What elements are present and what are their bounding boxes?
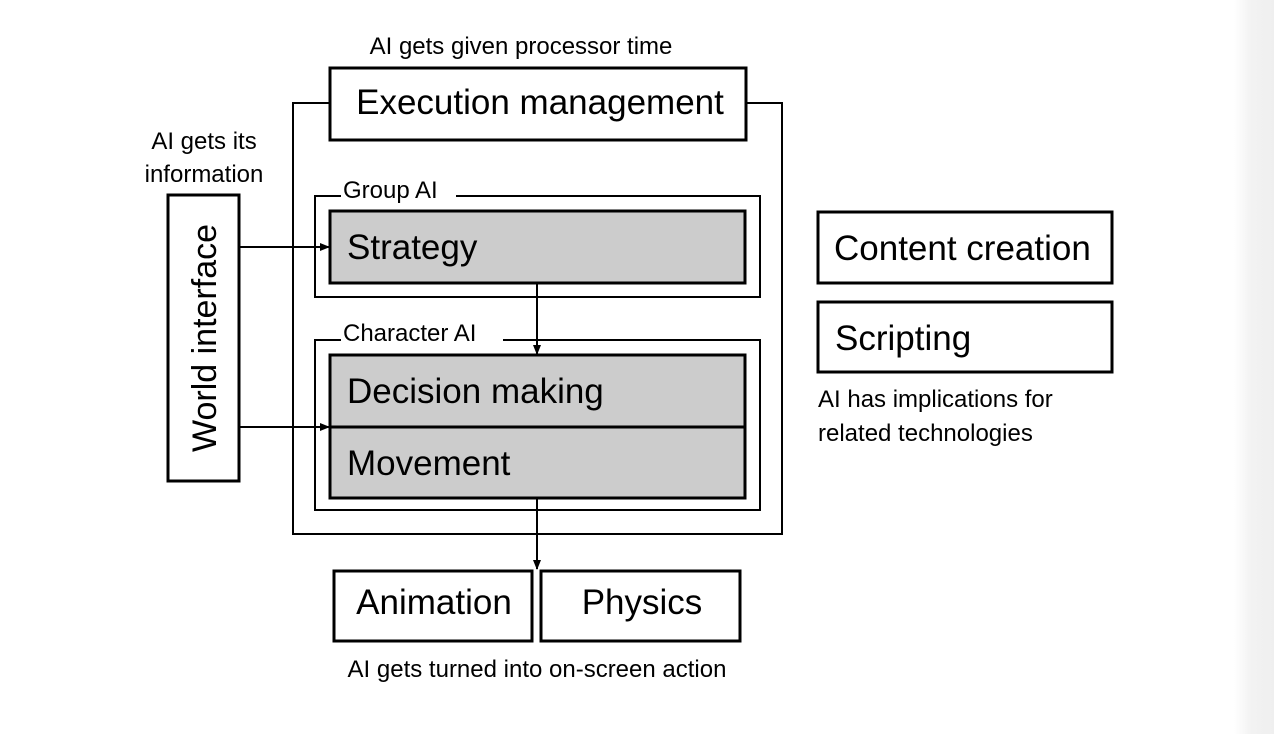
info-caption-line1: AI gets its	[151, 128, 256, 155]
content-creation-label: Content creation	[834, 229, 1091, 268]
scripting-label: Scripting	[835, 319, 971, 358]
group-ai-label: Group AI	[343, 177, 438, 204]
action-caption: AI gets turned into on-screen action	[348, 656, 727, 683]
execution-management-label: Execution management	[356, 83, 724, 122]
strategy-label: Strategy	[347, 228, 478, 267]
world-interface-label: World interface	[186, 224, 224, 452]
info-caption-line2: information	[145, 161, 264, 188]
implications-line2: related technologies	[818, 420, 1033, 447]
animation-label: Animation	[356, 583, 512, 622]
page-edge-shadow	[1234, 0, 1274, 734]
implications-line1: AI has implications for	[818, 386, 1053, 413]
execution-caption: AI gets given processor time	[370, 33, 673, 60]
world-interface-box	[166, 193, 241, 483]
movement-label: Movement	[347, 444, 511, 483]
decision-making-label: Decision making	[347, 372, 604, 411]
content-creation-box	[816, 210, 1114, 285]
execution-management-box	[328, 66, 748, 142]
physics-box	[539, 569, 742, 643]
physics-label: Physics	[582, 583, 703, 622]
scripting-box	[816, 300, 1114, 374]
character-ai-label: Character AI	[343, 320, 476, 347]
strategy-box	[328, 209, 747, 285]
animation-box	[332, 569, 534, 643]
